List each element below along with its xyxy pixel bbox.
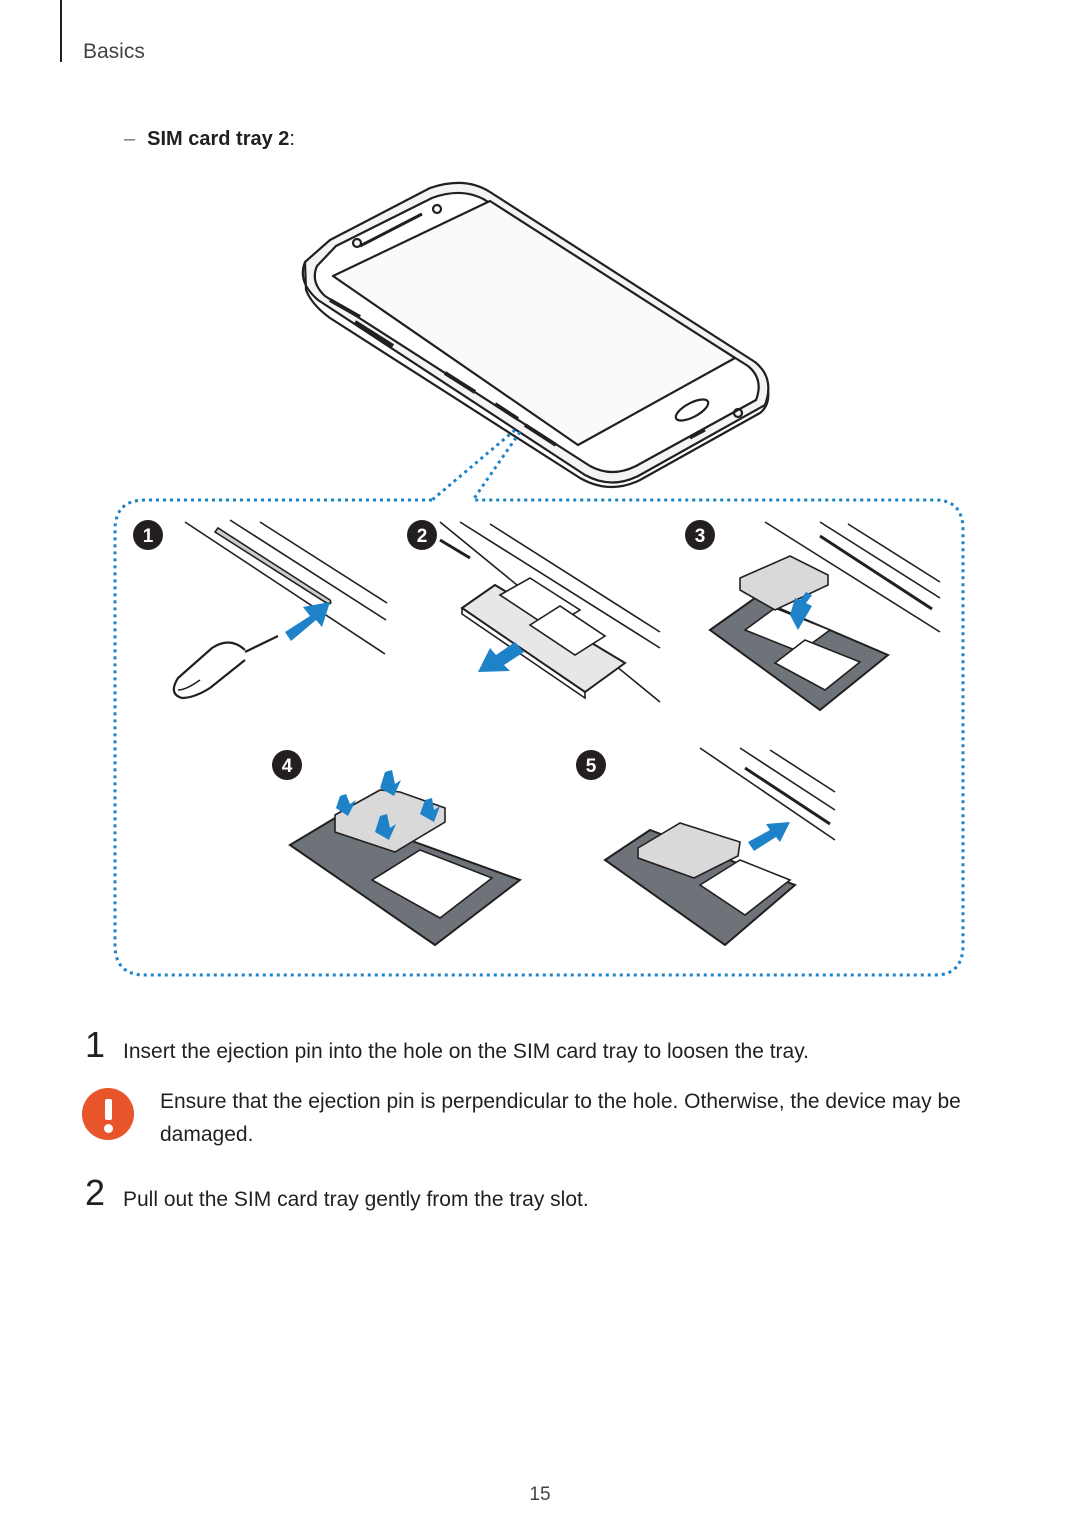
panel-5-insert-tray bbox=[603, 747, 836, 947]
step-text: Pull out the SIM card tray gently from t… bbox=[123, 1188, 589, 1211]
step-number: 1 bbox=[85, 1024, 106, 1065]
panel-3-place-sim bbox=[708, 521, 941, 712]
step-badges: 1 2 3 4 5 bbox=[133, 520, 715, 780]
arrow-icon bbox=[790, 592, 812, 630]
badge-3: 3 bbox=[695, 526, 706, 547]
step-text: Insert the ejection pin into the hole on… bbox=[123, 1040, 810, 1063]
subheading-suffix: : bbox=[289, 128, 295, 150]
panel-1-eject-pin bbox=[172, 519, 388, 700]
warning-text: Ensure that the ejection pin is perpendi… bbox=[160, 1090, 961, 1146]
subheading: –SIM card tray 2: bbox=[124, 128, 295, 151]
arrow-icon bbox=[285, 602, 330, 641]
header-rule bbox=[60, 0, 62, 62]
subheading-dash: – bbox=[124, 128, 136, 150]
panel-4-press-sim bbox=[288, 789, 523, 947]
section-title: Basics bbox=[83, 40, 145, 63]
page-number: 15 bbox=[529, 1484, 551, 1505]
arrow-icon bbox=[748, 822, 790, 851]
arrow-icon bbox=[478, 642, 524, 672]
badge-4: 4 bbox=[282, 756, 293, 777]
subheading-label: SIM card tray 2 bbox=[147, 128, 290, 150]
step-number: 2 bbox=[85, 1172, 106, 1213]
panel-2-pull-tray bbox=[439, 521, 661, 703]
detail-frame bbox=[113, 428, 965, 977]
phone-image bbox=[301, 181, 770, 489]
warning-exclamation-icon bbox=[82, 1088, 134, 1140]
sim-tray-illustration: 1 2 3 4 5 bbox=[113, 181, 965, 977]
badge-2: 2 bbox=[417, 526, 428, 547]
badge-1: 1 bbox=[143, 526, 154, 547]
badge-5: 5 bbox=[586, 756, 597, 777]
press-arrows bbox=[336, 770, 440, 840]
